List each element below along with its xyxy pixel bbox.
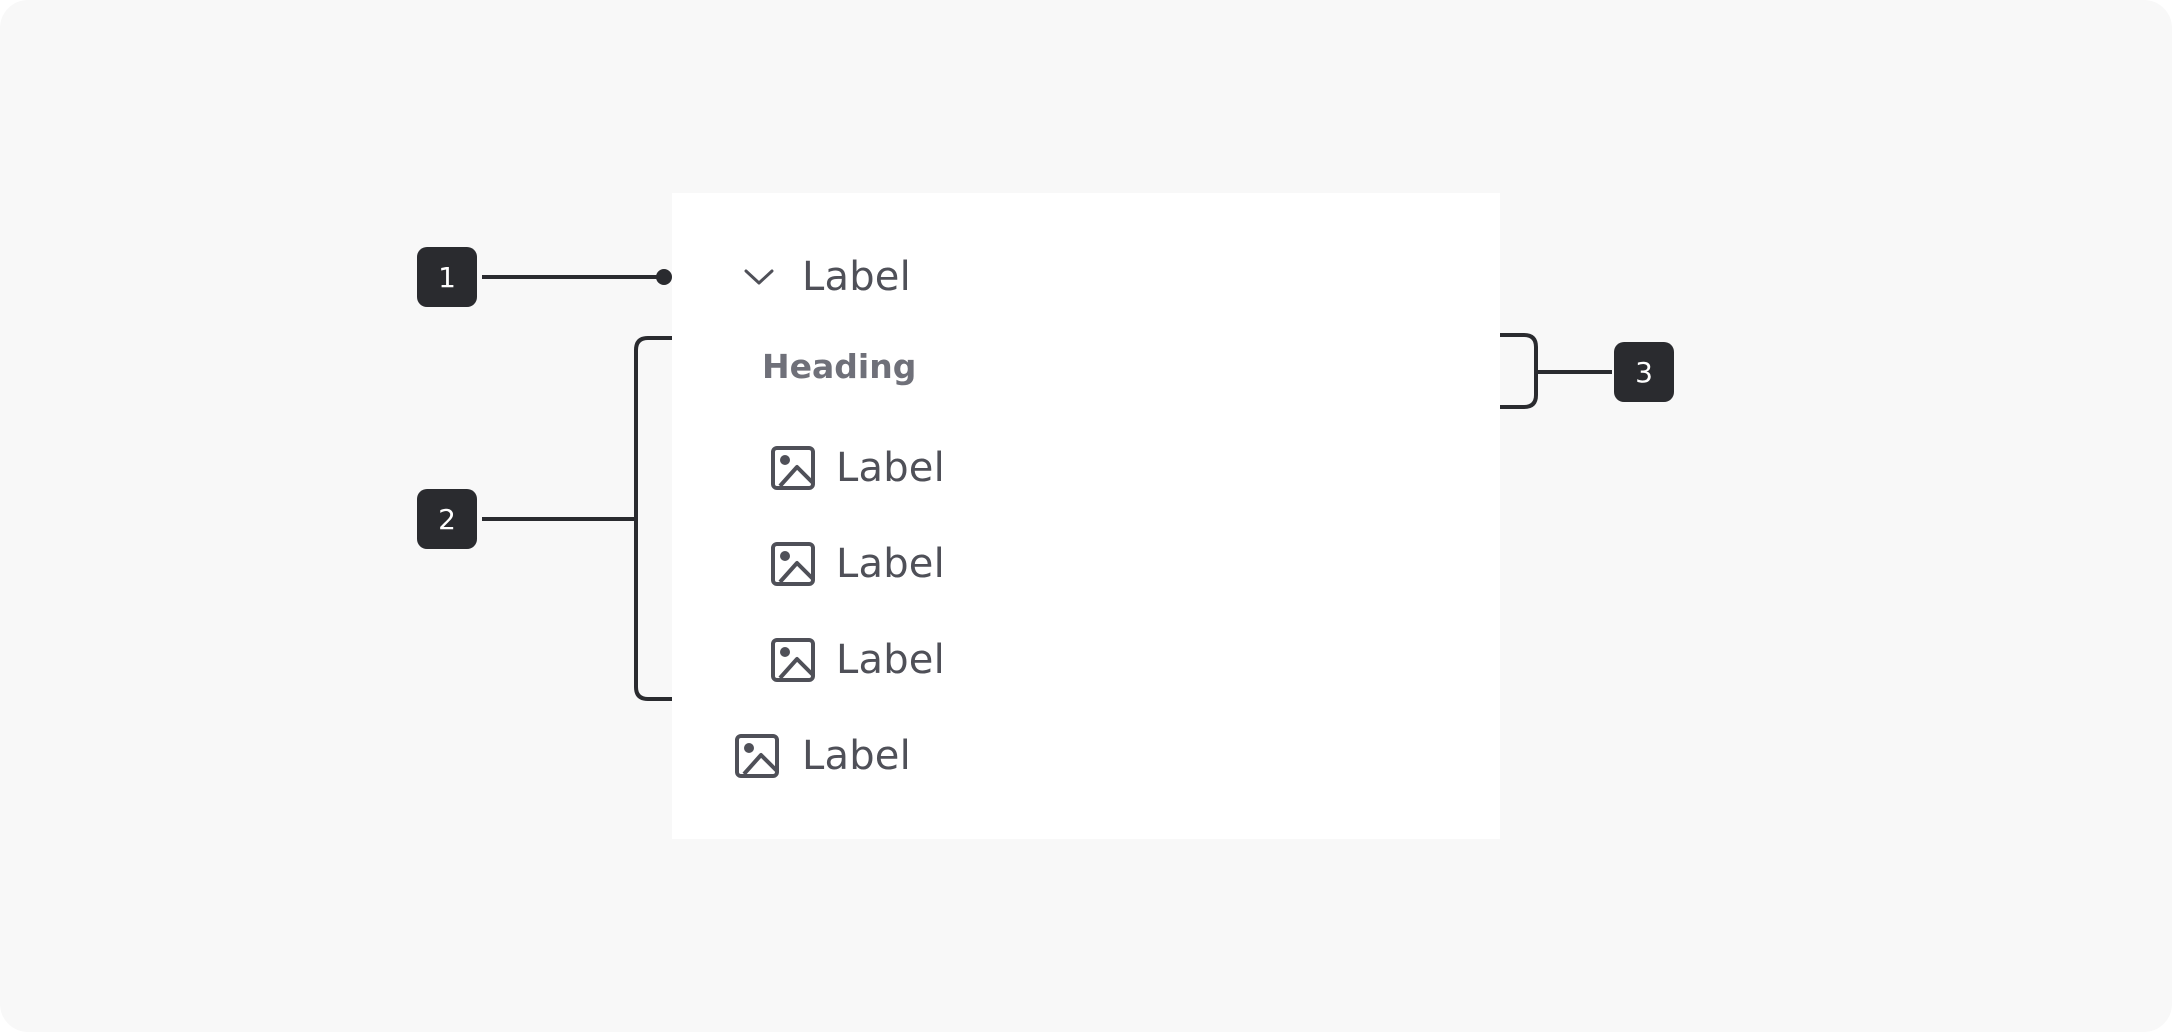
callout-1-dot xyxy=(656,269,672,285)
nav-child-item[interactable]: Label xyxy=(672,612,1500,708)
callout-2-bracket xyxy=(634,336,672,701)
callout-badge-3: 3 xyxy=(1614,342,1674,402)
chevron-down-icon xyxy=(744,269,774,285)
callout-badge-2: 2 xyxy=(417,489,477,549)
nav-menu-panel: Label Heading Label Label xyxy=(672,193,1500,839)
nav-child-item[interactable]: Label xyxy=(672,420,1500,516)
callout-badge-1: 1 xyxy=(417,247,477,307)
nav-child-item[interactable]: Label xyxy=(672,516,1500,612)
nav-section-heading: Heading xyxy=(762,347,917,386)
callout-3-bracket xyxy=(1500,333,1538,409)
nav-child-label: Label xyxy=(836,637,945,683)
nav-parent-item[interactable]: Label xyxy=(672,229,1500,325)
nav-child-label: Label xyxy=(836,445,945,491)
image-icon xyxy=(771,542,815,586)
image-icon xyxy=(771,446,815,490)
image-icon xyxy=(771,638,815,682)
nav-child-label: Label xyxy=(836,541,945,587)
nav-sibling-label: Label xyxy=(802,733,911,779)
nav-parent-label: Label xyxy=(802,254,911,300)
image-icon xyxy=(735,734,779,778)
nav-sibling-item[interactable]: Label xyxy=(672,708,1500,804)
